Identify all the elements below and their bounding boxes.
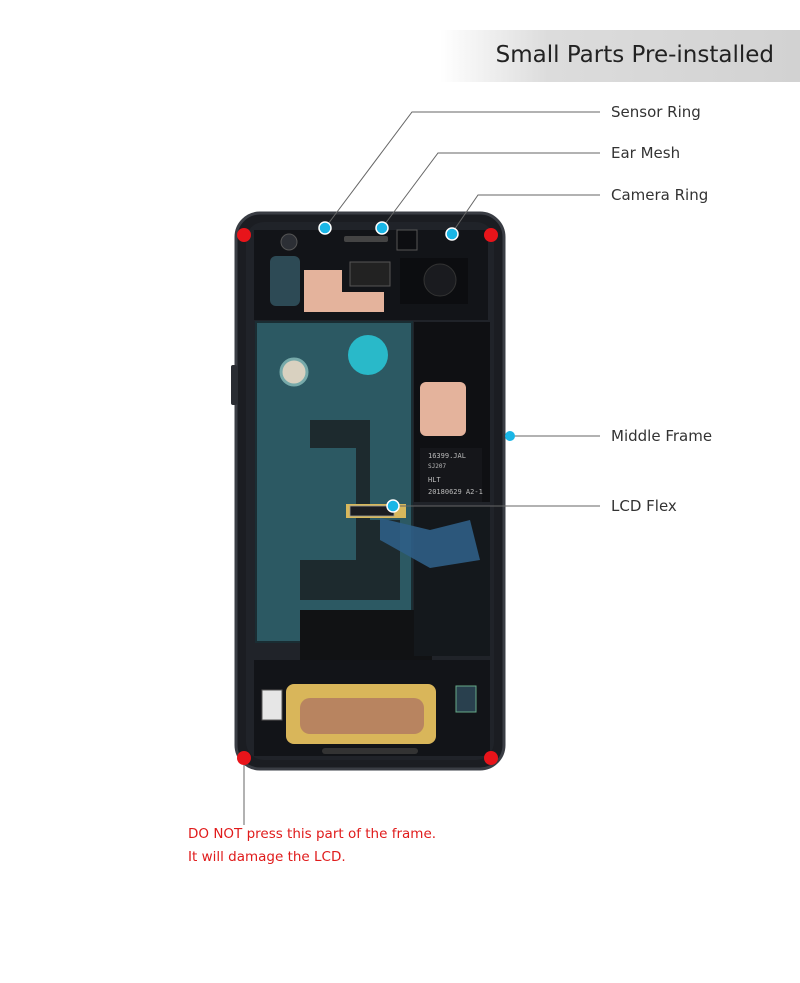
copper-pad-top [304,270,384,312]
warning-line-2: It will damage the LCD. [188,849,346,865]
leader-ear-mesh [381,152,600,229]
shield-sticker-large [348,335,388,375]
chip-label-area [420,448,482,502]
title-banner: Small Parts Pre-installed [440,30,800,82]
label-lcd-flex: LCD Flex [611,497,677,515]
warning-dot-bottom-right [484,751,498,765]
flex-blue-ribbon [380,518,480,568]
leader-sensor-ring [324,111,600,229]
leader-lines [243,111,600,825]
dot-ear-mesh [375,221,389,235]
copper-pad-right [420,382,466,436]
warning-dot-top-right [484,228,498,242]
banner-title: Small Parts Pre-installed [495,42,774,68]
chip-text-1: 16399.JAL [428,452,466,460]
front-camera-hole [280,233,298,251]
sensor-bracket [270,256,300,306]
shield-dark-pattern [300,420,400,600]
bottom-flex-copper [300,698,424,734]
warning-line-1: DO NOT press this part of the frame. [188,826,437,842]
bottom-port-slot [322,748,418,754]
side-button [231,365,237,405]
label-ear-mesh: Ear Mesh [611,144,681,162]
dot-lcd-flex [386,499,400,513]
dot-sensor-ring [318,221,332,235]
label-sensor-ring: Sensor Ring [611,103,701,121]
top-screw-plate [349,261,391,287]
bottom-right-part [455,685,477,713]
bottom-left-part [261,689,283,721]
top-module-circle [423,263,457,297]
leader-camera-ring [451,194,600,234]
top-speaker-slot [344,236,388,242]
warning-dot-top-left [237,228,251,242]
warning-dot-bottom-left [237,751,251,765]
dot-camera-ring [445,227,459,241]
label-middle-frame: Middle Frame [611,427,713,445]
shield-sticker-small [279,357,309,387]
chip-text-2: SJ207 [428,463,446,470]
chip-text-3: HLT [428,476,441,484]
chip-text-4: 20180629 A2-1 [428,488,483,496]
camera-module [396,229,418,251]
dot-middle-frame [505,431,515,441]
label-camera-ring: Camera Ring [611,186,709,204]
